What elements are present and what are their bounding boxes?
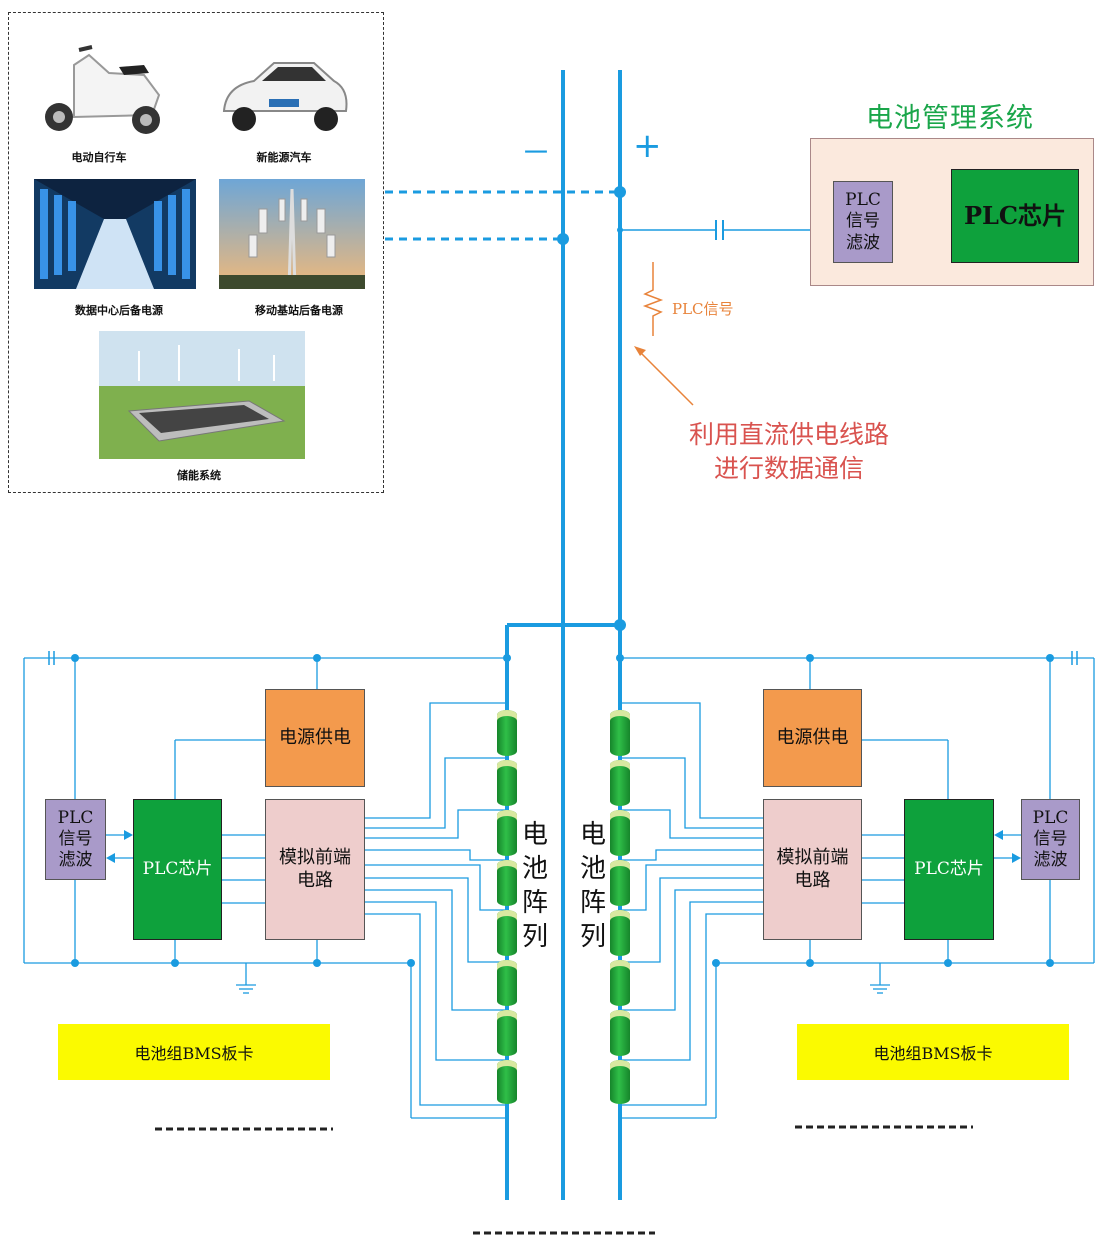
- minus-label: －: [521, 136, 551, 171]
- battery-cell: [497, 1010, 517, 1056]
- battery-cell: [497, 1060, 517, 1104]
- left-analog-front-end: 模拟前端 电路: [265, 799, 365, 940]
- battery-cell: [497, 960, 517, 1006]
- right-plc-filter: PLC 信号 滤波: [1021, 799, 1080, 880]
- left-plc-filter: PLC 信号 滤波: [45, 799, 106, 880]
- data-center-label: 数据中心后备电源: [75, 304, 163, 317]
- battery-cell: [497, 910, 517, 956]
- battery-cell: [497, 710, 517, 756]
- battery-cell: [497, 810, 517, 856]
- battery-cell: [610, 810, 630, 856]
- cell-tower-photo: [219, 179, 365, 289]
- ev-car-photo: [214, 51, 354, 141]
- ev-car-label: 新能源汽车: [256, 151, 312, 164]
- bms-title: 电池管理系统: [866, 103, 1034, 134]
- battery-array-label-left: 电 池 阵 列: [521, 820, 548, 952]
- energy-storage-label: 储能系统: [177, 469, 221, 482]
- applications-panel: 电动自行车 新能源汽车 数据中心后备电源: [8, 12, 384, 493]
- right-board-label: 电池组BMS板卡: [797, 1024, 1069, 1080]
- data-center-photo: [34, 179, 196, 289]
- e-bike-label: 电动自行车: [71, 151, 127, 164]
- right-power-supply: 电源供电: [763, 689, 862, 787]
- left-power-supply: 电源供电: [265, 689, 365, 787]
- battery-array-label-right: 电 池 阵 列: [579, 820, 606, 952]
- battery-cell: [610, 860, 630, 906]
- plc-signal-label: PLC信号: [672, 300, 734, 318]
- bms-panel: PLC 信号 滤波 PLC芯片: [810, 138, 1094, 286]
- bms-plc-filter: PLC 信号 滤波: [833, 181, 893, 263]
- energy-storage-photo: [99, 331, 305, 459]
- right-analog-front-end: 模拟前端 电路: [763, 799, 862, 940]
- battery-cell: [610, 960, 630, 1006]
- e-bike-photo: [34, 25, 174, 145]
- bms-plc-chip: PLC芯片: [951, 169, 1079, 263]
- plus-label: +: [633, 126, 662, 166]
- annotation-line1: 利用直流供电线路: [688, 420, 889, 449]
- annotation-line2: 进行数据通信: [713, 454, 864, 483]
- left-board-label: 电池组BMS板卡: [58, 1024, 330, 1080]
- left-plc-chip: PLC芯片: [133, 799, 222, 940]
- battery-cell: [610, 1060, 630, 1104]
- battery-cell: [497, 760, 517, 806]
- battery-cell: [497, 860, 517, 906]
- cell-tower-label: 移动基站后备电源: [255, 304, 343, 317]
- battery-cell: [610, 760, 630, 806]
- right-plc-chip: PLC芯片: [904, 799, 994, 940]
- annotation: 利用直流供电线路 进行数据通信: [664, 418, 914, 486]
- battery-cell: [610, 910, 630, 956]
- battery-cell: [610, 710, 630, 756]
- battery-cell: [610, 1010, 630, 1056]
